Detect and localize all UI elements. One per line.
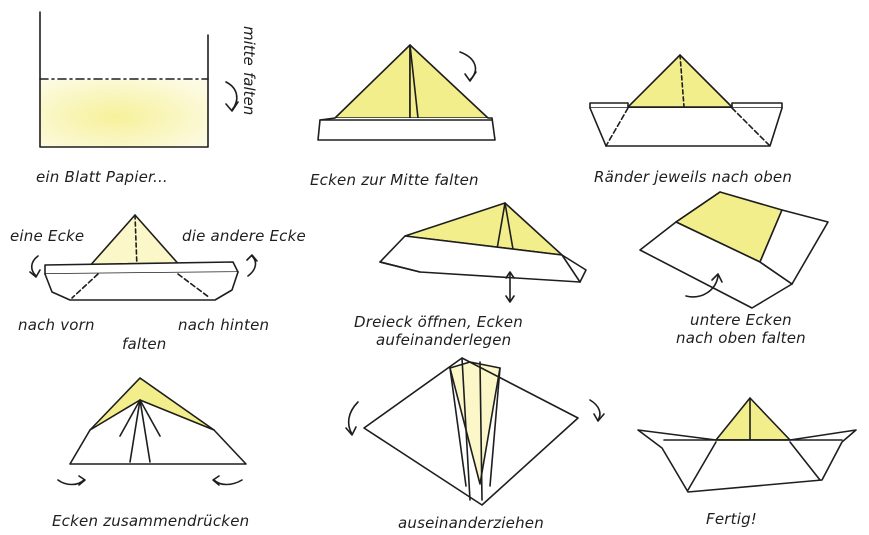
step7-left-arrowhead-icon — [79, 476, 85, 485]
step4-caption-center: falten — [122, 335, 166, 353]
step5-caption-line2: aufeinanderlegen — [376, 331, 511, 349]
step8-caption: auseinanderziehen — [398, 514, 544, 532]
step2-caption: Ecken zur Mitte falten — [310, 171, 479, 189]
step1-yellow-area — [40, 80, 208, 147]
step4-label-right: die andere Ecke — [182, 227, 306, 245]
step2-arrowhead-icon — [465, 72, 476, 81]
step4-left-arrow-icon — [32, 256, 38, 276]
step4-label-left: eine Ecke — [10, 227, 84, 245]
step6-caption-line1: untere Ecken — [690, 311, 792, 329]
step9-figure — [638, 398, 856, 492]
step9-caption: Fertig! — [706, 510, 757, 528]
step1-fold-label-falten: falten — [240, 72, 258, 115]
step7-caption: Ecken zusammendrücken — [52, 512, 249, 530]
step5-caption-line1: Dreieck öffnen, Ecken — [354, 313, 523, 331]
step2-figure — [318, 45, 495, 140]
step7-right-arrowhead-icon — [213, 476, 219, 485]
step4-right-arrowhead-icon — [247, 255, 257, 261]
step7-figure — [58, 378, 246, 485]
step5-figure — [380, 203, 586, 302]
step2-left-flap — [335, 45, 410, 118]
step4-caption-left: nach vorn — [18, 316, 95, 334]
step1-arrowhead-icon — [226, 102, 238, 111]
step2-right-flap — [410, 45, 488, 118]
step8-figure — [346, 358, 604, 505]
step3-hull — [590, 108, 782, 146]
step3-figure — [590, 55, 782, 146]
step1-fold-label-mitte: mitte — [240, 26, 258, 66]
step1-caption: ein Blatt Papier... — [36, 168, 168, 186]
step2-bottom-band — [318, 118, 495, 140]
step4-brim — [45, 262, 238, 274]
step6-figure — [640, 192, 828, 308]
step6-caption-line2: nach oben falten — [676, 329, 806, 347]
step8-left-arrow-icon — [349, 402, 358, 434]
step4-caption-right: nach hinten — [178, 316, 269, 334]
step9-sail — [716, 398, 790, 440]
step3-caption: Ränder jeweils nach oben — [594, 168, 792, 186]
step4-left-arrowhead-icon — [30, 270, 40, 277]
step1-figure — [40, 12, 238, 147]
